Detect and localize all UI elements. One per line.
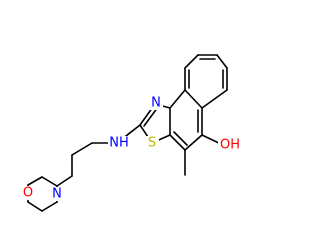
amine-nh-background <box>108 136 130 150</box>
bond <box>27 201 43 212</box>
bond <box>184 54 199 69</box>
bond <box>143 106 159 127</box>
bond <box>27 176 43 186</box>
amine-nh-label: NH <box>109 136 129 151</box>
thiazole-nitrogen-background <box>149 96 163 110</box>
hydroxyl-background <box>218 138 242 152</box>
morpholine-nitrogen-label: N <box>52 187 62 202</box>
atom-layer: O N NH N S OH <box>21 96 242 202</box>
bond <box>169 134 186 151</box>
bond <box>41 201 58 212</box>
morpholine-oxygen-background <box>21 186 35 200</box>
morpholine-nitrogen-background <box>50 187 64 201</box>
bond <box>216 54 228 69</box>
bond <box>173 131 188 146</box>
chemical-structure: O N NH N S OH <box>21 54 242 212</box>
thiazole-nitrogen-label: N <box>151 96 161 111</box>
hydroxyl-label: OH <box>220 138 240 153</box>
bond <box>41 176 58 187</box>
thiazole-sulfur-background <box>145 136 159 150</box>
bond <box>56 175 73 187</box>
bond <box>184 134 203 151</box>
morpholine-oxygen-label: O <box>23 186 33 201</box>
thiazole-sulfur-label: S <box>148 136 156 151</box>
bond <box>169 89 186 109</box>
bond <box>184 89 203 109</box>
bond <box>201 89 228 109</box>
bond <box>71 142 93 156</box>
